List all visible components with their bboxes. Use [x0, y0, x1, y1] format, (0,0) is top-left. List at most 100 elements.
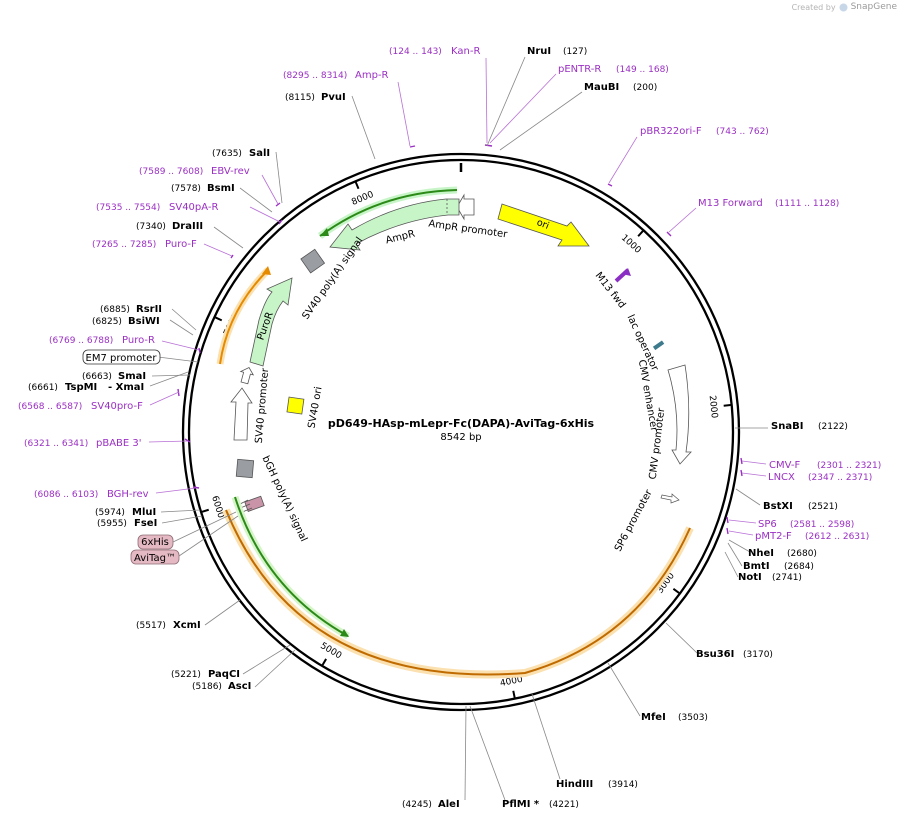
ruler-tick — [637, 230, 644, 237]
svg-text:pMT2-F: pMT2-F — [755, 531, 792, 542]
sp6-promoter-feature[interactable] — [660, 493, 680, 504]
enzyme-bsiwi[interactable]: BsiWI(6825) — [92, 316, 160, 327]
sv40-polya-feature[interactable] — [300, 248, 326, 274]
enzyme-xcmi[interactable]: XcmI(5517) — [136, 620, 201, 631]
primer-sv40pa-r[interactable]: SV40pA-R(7535 .. 7554) — [96, 202, 218, 213]
ampr-promoter-label: AmpR promoter — [428, 219, 509, 241]
svg-text:(1111 .. 1128): (1111 .. 1128) — [775, 199, 839, 209]
primer-pbabe-3[interactable]: pBABE 3' (6321 .. 6341) — [24, 438, 142, 449]
svg-text:MfeI: MfeI — [641, 712, 666, 723]
enzyme-pvui[interactable]: PvuI(8115) — [285, 92, 346, 103]
svg-text:BstXI: BstXI — [763, 501, 793, 512]
ampr-feature[interactable] — [329, 198, 460, 251]
primer-sv40pro-f[interactable]: SV40pro-F(6568 .. 6587) — [18, 401, 143, 412]
enzyme-asci[interactable]: AscI(5186) — [192, 681, 251, 692]
enzyme-tspmi-xmai[interactable]: TspMI- XmaI(6661) — [28, 382, 144, 393]
svg-text:(8115): (8115) — [285, 93, 315, 103]
enzyme-nhei[interactable]: NheI(2680) — [748, 548, 817, 559]
em7-promoter-tag[interactable]: EM7 promoter — [82, 349, 161, 365]
avitag-his-feature[interactable] — [244, 495, 265, 512]
enzyme-nrui[interactable]: NruI(127) — [527, 46, 587, 57]
plasmid-name: pD649-HAsp-mLepr-Fc(DAPA)-AviTag-6xHis — [328, 417, 595, 430]
primer-ebv-rev[interactable]: EBV-rev(7589 .. 7608) — [139, 166, 250, 177]
svg-text:FseI: FseI — [134, 518, 157, 529]
primer-puro-f[interactable]: Puro-F(7265 .. 7285) — [92, 239, 197, 250]
svg-text:(149 .. 168): (149 .. 168) — [616, 65, 669, 75]
ampr-orf-arrowhead — [320, 228, 329, 236]
primer-sp6[interactable]: SP6 (2581 .. 2598) — [758, 519, 854, 530]
his-tag-label-box[interactable]: 6xHis — [137, 534, 174, 550]
primer-labels: Kan-R (124 .. 143) pENTR-R(149 .. 168) Am… — [18, 46, 881, 542]
enzyme-smai[interactable]: SmaI(6663) — [82, 371, 146, 382]
svg-text:TspMI: TspMI — [65, 382, 97, 393]
enzyme-bsu36i[interactable]: Bsu36I(3170) — [696, 649, 773, 660]
ruler-tick — [321, 658, 327, 666]
svg-text:(124 .. 143): (124 .. 143) — [389, 47, 442, 57]
enzyme-snabi[interactable]: SnaBI(2122) — [771, 421, 848, 432]
svg-text:MauBI: MauBI — [584, 82, 619, 93]
svg-text:NheI: NheI — [748, 548, 774, 559]
puror-feature[interactable] — [249, 277, 293, 367]
primer-pentr-r[interactable]: pENTR-R(149 .. 168) — [558, 64, 669, 75]
avitag-label-box[interactable]: AviTag™ — [130, 549, 180, 565]
svg-text:(6825): (6825) — [92, 317, 122, 327]
svg-text:(3914): (3914) — [608, 780, 638, 790]
enzyme-sali[interactable]: SalI(7635) — [212, 148, 270, 159]
svg-text:(2684): (2684) — [784, 562, 814, 572]
svg-text:Bsu36I: Bsu36I — [696, 649, 734, 660]
enzyme-alei[interactable]: AleI(4245) — [402, 799, 460, 810]
primer-amp-r[interactable]: Amp-R(8295 .. 8314) — [283, 70, 389, 81]
svg-text:(7589 .. 7608): (7589 .. 7608) — [139, 167, 203, 177]
plasmid-length: 8542 bp — [440, 432, 481, 443]
svg-text:(3503): (3503) — [678, 713, 708, 723]
primer-pbr322ori-f[interactable]: pBR322ori-F(743 .. 762) — [640, 126, 769, 137]
backbone-inner-strand — [187, 158, 735, 706]
primer-puro-r[interactable]: Puro-R(6769 .. 6788) — [49, 335, 155, 346]
enzyme-paqci[interactable]: PaqCI(5221) — [171, 669, 240, 680]
svg-text:PaqCI: PaqCI — [208, 669, 240, 680]
primer-cmv-f[interactable]: CMV-F(2301 .. 2321) — [769, 460, 881, 471]
svg-text:SnaBI: SnaBI — [771, 421, 803, 432]
svg-text:MluI: MluI — [132, 507, 156, 518]
em7-promoter-feature[interactable] — [238, 366, 255, 385]
primer-bgh-rev[interactable]: BGH-rev(6086 .. 6103) — [34, 489, 149, 500]
enzyme-hindiii[interactable]: HindIII(3914) — [556, 779, 638, 790]
primer-kan-r[interactable]: Kan-R (124 .. 143) — [389, 46, 480, 57]
primer-lncx[interactable]: LNCX(2347 .. 2371) — [768, 472, 872, 483]
primer-site-marks — [177, 144, 743, 535]
m13-fwd-arrowhead — [622, 268, 631, 276]
svg-text:SP6: SP6 — [758, 519, 777, 530]
ampr-promoter-feature[interactable] — [456, 193, 475, 221]
enzyme-bmti[interactable]: BmtI(2684) — [743, 561, 814, 572]
enzyme-fsei[interactable]: FseI (5955) — [97, 518, 157, 529]
enzyme-draiii[interactable]: DraIII(7340) — [136, 221, 203, 232]
svg-text:(8295 .. 8314): (8295 .. 8314) — [283, 71, 347, 81]
ruler-tick — [672, 587, 680, 594]
svg-text:AscI: AscI — [228, 681, 251, 692]
svg-text:pBABE 3': pBABE 3' — [96, 438, 142, 449]
svg-text:BGH-rev: BGH-rev — [107, 489, 149, 500]
svg-text:(5955): (5955) — [97, 519, 127, 529]
sv40-promoter-feature[interactable] — [230, 387, 253, 441]
enzyme-maubi[interactable]: MauBI(200) — [584, 82, 657, 93]
cmv-enhancer-promoter-feature[interactable] — [667, 364, 692, 465]
bgh-polya-feature[interactable] — [235, 458, 255, 479]
enzyme-rsrii[interactable]: RsrII(6885) — [100, 304, 162, 315]
enzyme-pflmi[interactable]: PflMI *(4221) — [502, 799, 579, 810]
svg-text:(6321 .. 6341): (6321 .. 6341) — [24, 439, 88, 449]
svg-text:Kan-R: Kan-R — [451, 46, 480, 57]
sv40-ori-feature[interactable] — [286, 396, 305, 415]
enzyme-bsmi[interactable]: BsmI(7578) — [171, 183, 235, 194]
svg-text:NotI: NotI — [738, 572, 762, 583]
ori-feature[interactable] — [497, 203, 590, 247]
svg-text:(2581 .. 2598): (2581 .. 2598) — [790, 520, 854, 530]
lac-operator-feature[interactable] — [652, 340, 665, 351]
primer-m13-forward[interactable]: M13 Forward(1111 .. 1128) — [698, 198, 839, 209]
enzyme-bstxi[interactable]: BstXI(2521) — [763, 501, 838, 512]
svg-text:(6885): (6885) — [100, 305, 130, 315]
primer-pmt2-f[interactable]: pMT2-F(2612 .. 2631) — [755, 531, 869, 542]
enzyme-mfei[interactable]: MfeI (3503) — [641, 712, 708, 723]
enzyme-mlui[interactable]: MluI(5974) — [95, 507, 156, 518]
svg-text:AleI: AleI — [438, 799, 460, 810]
enzyme-noti[interactable]: NotI(2741) — [738, 572, 802, 583]
